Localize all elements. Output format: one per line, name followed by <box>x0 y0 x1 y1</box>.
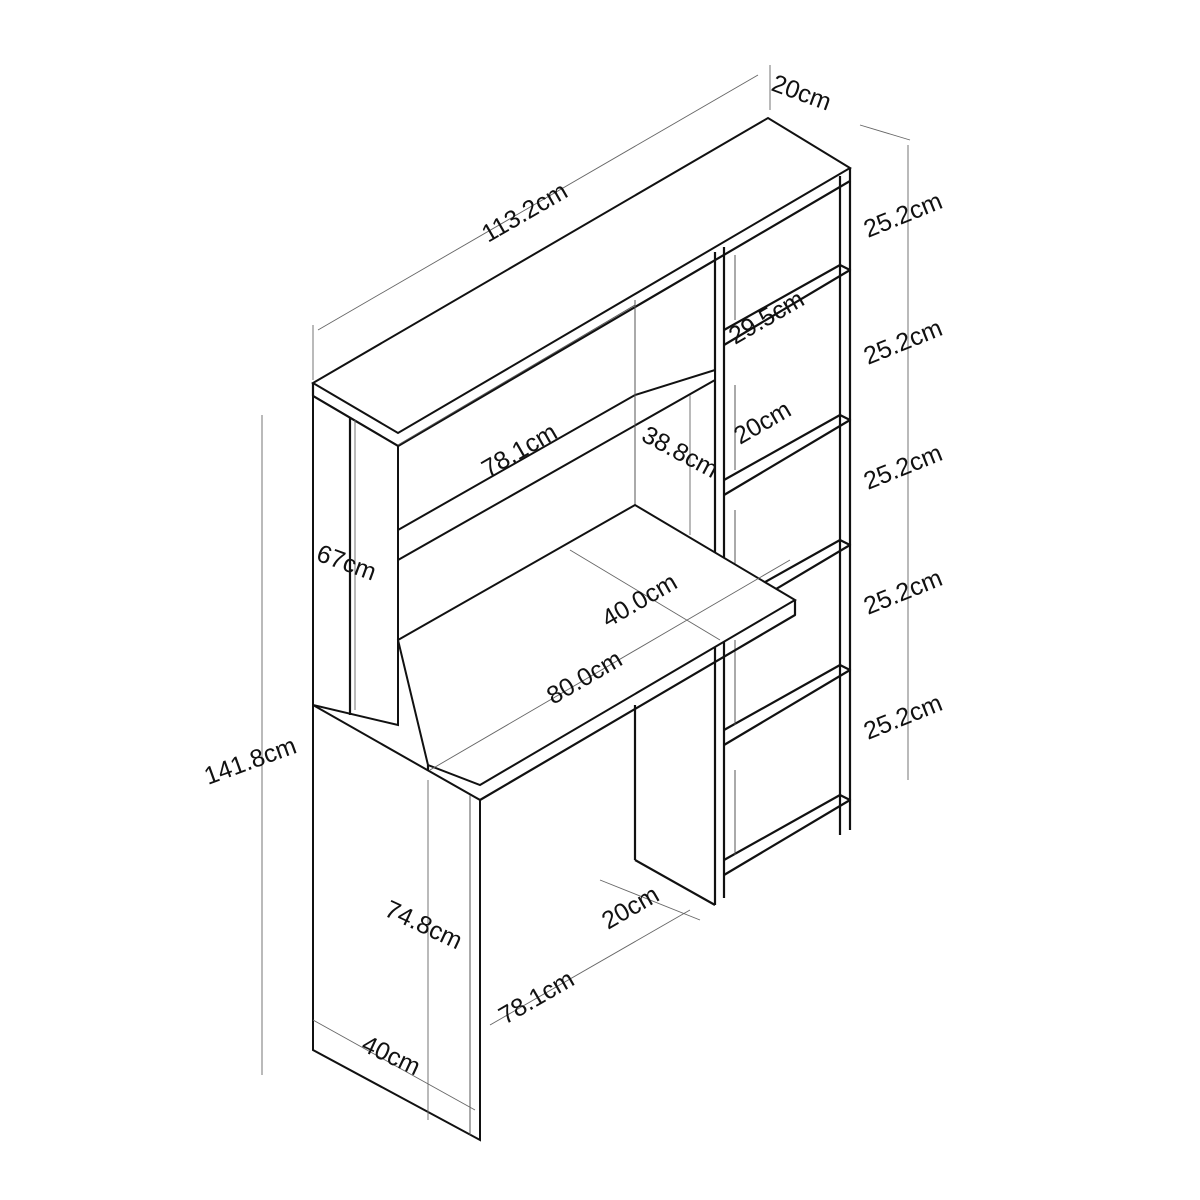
hutch-shelf <box>397 368 716 562</box>
bookcase-shelves <box>723 255 852 876</box>
label-total-height: 141.8cm <box>200 732 300 791</box>
hutch-left-panel <box>312 394 399 727</box>
desk-top <box>396 503 797 787</box>
label-hutch-opening-height: 38.8cm <box>637 421 723 484</box>
label-under-desk-width: 78.1cm <box>494 965 579 1030</box>
label-shelf-depth: 20cm <box>729 395 796 450</box>
label-shelf-height-2: 25.2cm <box>860 314 947 371</box>
label-shelf-width: 29.5cm <box>724 285 809 350</box>
top-board <box>311 116 852 435</box>
label-shelf-height-3: 25.2cm <box>860 439 947 496</box>
label-divider-depth: 20cm <box>597 880 664 935</box>
label-shelf-height-5: 25.2cm <box>860 689 947 746</box>
label-top-depth: 20cm <box>768 69 835 116</box>
label-shelf-height-1: 25.2cm <box>860 187 947 244</box>
dimension-lines <box>261 65 911 1120</box>
label-shelf-height-4: 25.2cm <box>860 564 947 621</box>
desk-left-leg <box>312 703 481 1142</box>
label-total-width: 113.2cm <box>477 177 572 248</box>
